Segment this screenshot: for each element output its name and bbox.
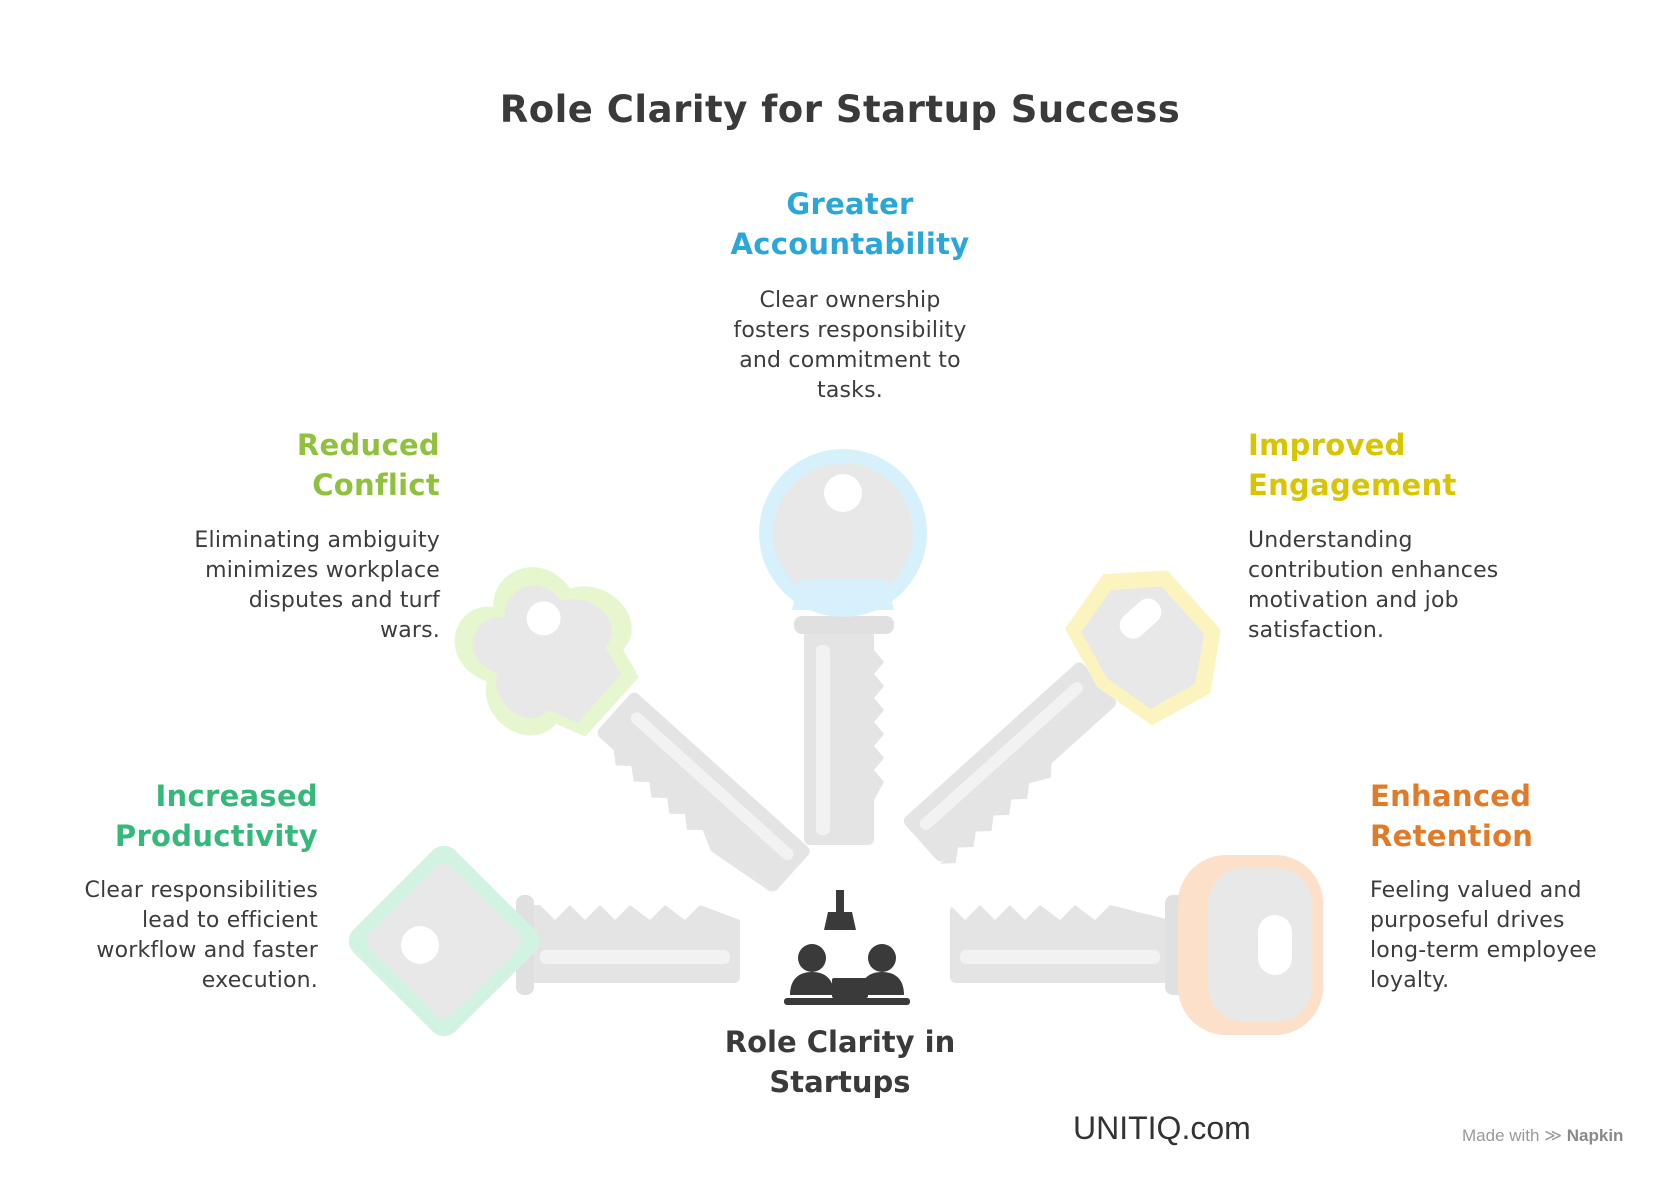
- desc-line: satisfaction.: [1248, 618, 1385, 643]
- desc-line: Understanding: [1248, 528, 1413, 553]
- made-with-prefix: Made with: [1462, 1126, 1540, 1145]
- key-top-blue: [759, 449, 927, 845]
- heading-line: Enhanced: [1370, 779, 1532, 813]
- napkin-logo-icon: ≫: [1544, 1126, 1563, 1145]
- desc-line: lead to efficient: [141, 908, 318, 933]
- desc-line: workflow and faster: [96, 938, 318, 963]
- desc-line: purposeful drives: [1370, 908, 1565, 933]
- diagram-title: Role Clarity for Startup Success: [499, 88, 1181, 131]
- heading-line: Retention: [1370, 819, 1534, 853]
- heading-line: Reduced: [296, 428, 440, 462]
- desc-line: Clear ownership: [759, 288, 941, 313]
- desc-enhanced-retention: Feeling valued and purposeful drives lon…: [1370, 876, 1660, 996]
- key-upper-right-yellow: [903, 570, 1221, 864]
- heading-greater-accountability: Greater Accountability: [690, 184, 1010, 264]
- center-label: Role Clarity in Startups: [640, 1022, 1040, 1102]
- heading-line: Productivity: [114, 819, 318, 853]
- heading-line: Engagement: [1248, 468, 1457, 502]
- desc-line: wars.: [380, 618, 440, 643]
- center-label-line: Role Clarity in: [724, 1025, 956, 1059]
- desc-line: motivation and job: [1248, 588, 1459, 613]
- desc-greater-accountability: Clear ownership fosters responsibility a…: [690, 286, 1010, 406]
- heading-line: Greater: [786, 187, 914, 221]
- heading-enhanced-retention: Enhanced Retention: [1370, 776, 1660, 856]
- key-lower-right-orange: [950, 855, 1323, 1035]
- desc-line: fosters responsibility: [733, 318, 967, 343]
- desc-line: loyalty.: [1370, 968, 1450, 993]
- desc-line: tasks.: [817, 378, 883, 403]
- desc-line: execution.: [201, 968, 318, 993]
- heading-line: Conflict: [312, 468, 440, 502]
- heading-increased-productivity: Increased Productivity: [20, 776, 318, 856]
- watermark-text: UNITIQ.com: [1073, 1110, 1251, 1146]
- desc-line: long-term employee: [1370, 938, 1597, 963]
- desc-line: Clear responsibilities: [84, 878, 318, 903]
- desc-improved-engagement: Understanding contribution enhances moti…: [1248, 526, 1568, 646]
- desc-line: Eliminating ambiguity: [194, 528, 440, 553]
- heading-line: Accountability: [730, 227, 970, 261]
- made-with-napkin[interactable]: Made with ≫ Napkin: [1462, 1126, 1623, 1146]
- desc-line: contribution enhances: [1248, 558, 1499, 583]
- made-with-brand: Napkin: [1566, 1126, 1624, 1145]
- heading-line: Improved: [1248, 428, 1406, 462]
- desc-reduced-conflict: Eliminating ambiguity minimizes workplac…: [140, 526, 440, 646]
- heading-line: Increased: [155, 779, 318, 813]
- desc-line: disputes and turf: [248, 588, 440, 613]
- heading-improved-engagement: Improved Engagement: [1248, 425, 1568, 505]
- team-meeting-icon: [784, 890, 910, 1005]
- heading-reduced-conflict: Reduced Conflict: [140, 425, 440, 505]
- desc-increased-productivity: Clear responsibilities lead to efficient…: [20, 876, 318, 996]
- key-upper-left-lime: [454, 567, 810, 894]
- key-lower-left-mint: [348, 845, 740, 1037]
- center-label-line: Startups: [769, 1065, 911, 1099]
- desc-line: Feeling valued and: [1370, 878, 1582, 903]
- desc-line: and commitment to: [739, 348, 961, 373]
- desc-line: minimizes workplace: [205, 558, 440, 583]
